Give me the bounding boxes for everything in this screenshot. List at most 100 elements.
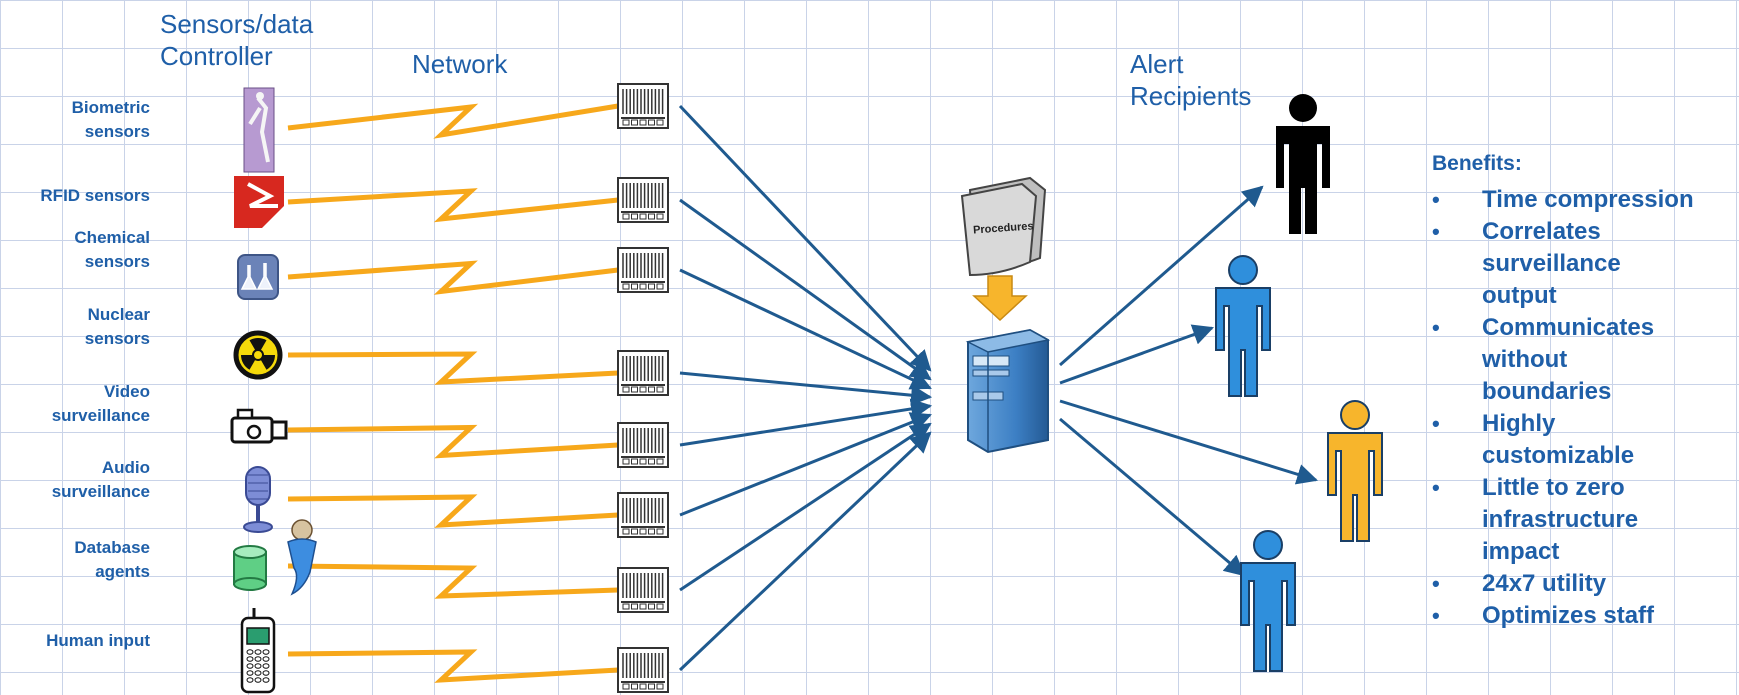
biometric-figure-icon [243, 87, 275, 173]
benefit-item-line: Time compression [1482, 186, 1694, 213]
sensor-label-line: RFID sensors [40, 186, 150, 205]
network-bolt-link [287, 424, 619, 459]
sensor-label-line: surveillance [51, 406, 150, 425]
procedures-document-icon: Procedures [960, 176, 1047, 277]
benefit-item-line: infrastructure [1482, 506, 1639, 533]
network-bolt-link [287, 260, 619, 295]
benefits-title: Benefits: [1432, 152, 1522, 175]
benefits-panel: Benefits: Time compressionCorrelates surv… [1432, 148, 1737, 632]
modem-icon [617, 177, 669, 223]
modem-icon [617, 83, 669, 129]
benefit-item-line: without [1482, 346, 1568, 373]
sensor-label-line: Video [104, 382, 150, 401]
sensor-label: Biometric sensors [0, 96, 150, 144]
benefit-item-line: boundaries [1482, 378, 1612, 405]
benefit-item-line: 24x7 utility [1482, 570, 1607, 597]
benefit-item-line: surveillance [1482, 250, 1621, 277]
header-sensors-line2: Controller [160, 41, 273, 71]
benefit-item: Little to zero infrastructure impact [1432, 472, 1737, 568]
modem-icon [617, 350, 669, 396]
inbound-arrow [679, 422, 932, 592]
outbound-arrows [1059, 185, 1319, 577]
sensor-label-line: sensors [84, 252, 150, 271]
inbound-arrow [679, 198, 932, 381]
sensor-label: Human input [0, 629, 150, 653]
person-icon [1240, 530, 1296, 672]
network-bolt-link [287, 188, 619, 223]
inbound-arrow [679, 398, 933, 447]
benefit-item-line: Communicates [1482, 314, 1655, 341]
procedures-label: Procedures [973, 220, 1034, 236]
benefit-item: Correlates surveillance output [1432, 216, 1737, 312]
inbound-arrow [679, 268, 932, 390]
network-bolt-link [287, 494, 619, 528]
modem-icon [617, 567, 669, 613]
sensor-label: Nuclear sensors [0, 303, 150, 351]
network-bolt-link [287, 103, 619, 139]
header-sensors-controller: Sensors/data Controller [160, 8, 313, 72]
header-sensors-line1: Sensors/data [160, 9, 314, 39]
benefit-item: Highly customizable [1432, 408, 1737, 472]
network-links [287, 103, 619, 683]
sensor-label: Chemical sensors [0, 226, 150, 274]
sensor-label-line: Audio [101, 458, 150, 477]
benefit-item-line: Highly [1482, 410, 1556, 437]
benefit-item-line: output [1482, 282, 1557, 309]
sensor-label-line: Human input [46, 631, 150, 650]
network-bolt-link [287, 351, 619, 385]
outbound-arrow [1059, 417, 1246, 577]
header-alert-line2: Recipients [1130, 81, 1252, 111]
procedures-down-arrow [972, 275, 1028, 322]
database-genie-icon [233, 519, 317, 596]
sensor-label-line: sensors [84, 122, 150, 141]
benefits-list: Time compressionCorrelates surveillance ou… [1432, 184, 1737, 632]
alert-recipients-group [1215, 94, 1383, 672]
benefit-item-line: Little to zero [1482, 474, 1625, 501]
person-icon [1276, 94, 1330, 234]
inbound-arrows [678, 104, 933, 672]
microphone-icon [243, 466, 273, 533]
inbound-arrow [679, 412, 932, 517]
chemical-flask-icon [237, 254, 279, 300]
sensor-label-line: surveillance [51, 482, 150, 501]
radiation-icon [233, 330, 283, 380]
sensor-label-line: Database [74, 538, 150, 557]
benefit-item-line: impact [1482, 538, 1560, 565]
sensor-label-line: Chemical [74, 228, 150, 247]
server-icon [965, 328, 1051, 454]
sensor-label-line: Nuclear [87, 305, 150, 324]
sensor-label: Video surveillance [0, 380, 150, 428]
sensor-label: RFID sensors [0, 184, 150, 208]
video-camera-icon [230, 408, 288, 444]
person-icon [1327, 400, 1383, 542]
inbound-arrow [679, 371, 933, 406]
network-modems [617, 83, 669, 693]
outbound-arrow [1059, 324, 1214, 385]
sensor-icons [230, 87, 317, 694]
inbound-arrow [678, 104, 932, 372]
rfid-tag-icon [234, 176, 284, 228]
benefit-item: Time compression [1432, 184, 1737, 216]
modem-icon [617, 647, 669, 693]
sensor-label-line: sensors [84, 329, 150, 348]
sensor-label-line: Biometric [71, 98, 150, 117]
benefit-item: Communicates without boundaries [1432, 312, 1737, 408]
network-bolt-link [287, 563, 619, 599]
outbound-arrow [1059, 185, 1264, 367]
mobile-phone-icon [240, 608, 276, 694]
benefit-item-line: customizable [1482, 442, 1635, 469]
inbound-arrow [678, 431, 932, 672]
person-icon [1215, 255, 1271, 397]
network-bolt-link [287, 649, 619, 683]
sensor-label: Audio surveillance [0, 456, 150, 504]
outbound-arrow [1059, 399, 1319, 485]
benefit-item-line: Correlates [1482, 218, 1601, 245]
modem-icon [617, 422, 669, 468]
header-alert-line1: Alert [1130, 49, 1184, 79]
header-network: Network [412, 49, 508, 79]
benefit-item-line: Optimizes staff [1482, 602, 1655, 629]
benefit-item: 24x7 utility [1432, 568, 1737, 600]
benefit-item: Optimizes staff [1432, 600, 1737, 632]
